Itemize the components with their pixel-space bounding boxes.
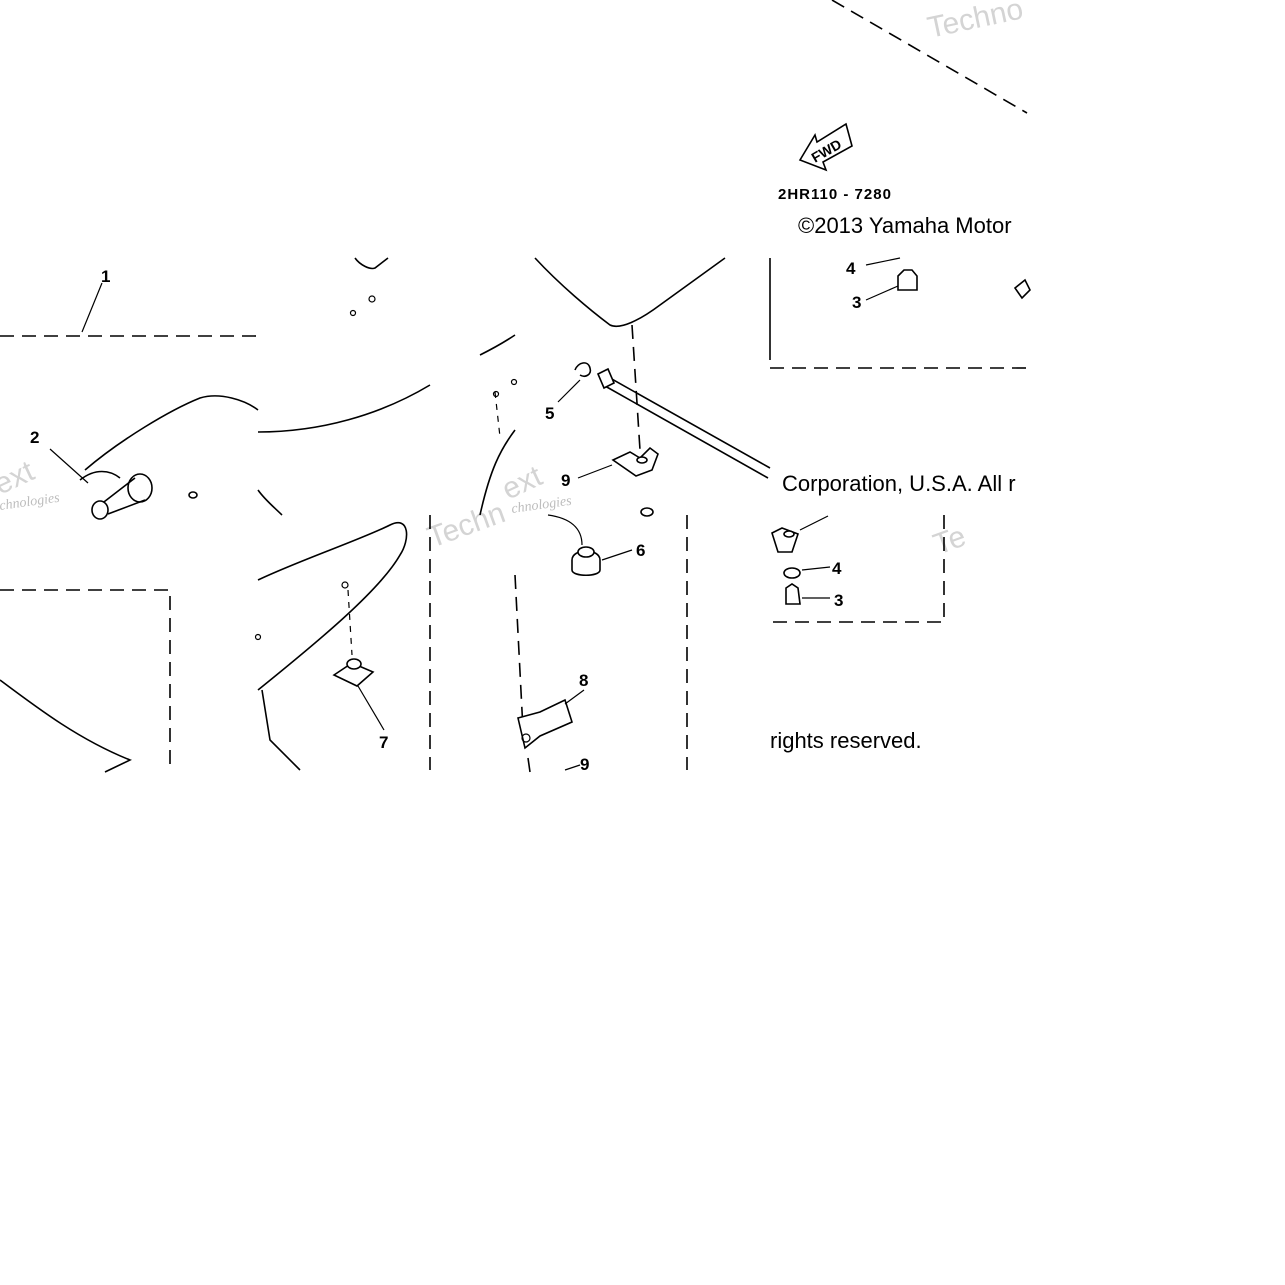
callout-label: 9	[561, 471, 570, 490]
tile-seat-base	[0, 589, 171, 773]
callout-label: 4	[832, 559, 842, 578]
callout-labels: 1 2 3 4 5 9 6 4 3 8 7 9	[30, 259, 861, 774]
watermark-text: Te	[929, 520, 970, 562]
callout-label: 1	[101, 267, 110, 286]
part-code: 2HR110 - 7280	[778, 186, 892, 203]
callout-label: 8	[579, 671, 588, 690]
tile-damper-bracket	[429, 514, 688, 773]
callout-label: 3	[852, 293, 861, 312]
callout-label: 2	[30, 428, 39, 447]
tile-rod-assembly	[479, 257, 771, 517]
callout-label: 9	[580, 755, 589, 774]
callout-label: 6	[636, 541, 645, 560]
watermark-text: Techno	[925, 0, 1026, 45]
copyright-line-3: rights reserved.	[770, 728, 922, 753]
tile-seat-assembly	[0, 282, 259, 520]
watermark-text: Techn	[423, 496, 510, 554]
tile-clip-nut	[254, 522, 408, 771]
callout-label: 7	[379, 733, 388, 752]
fwd-arrow-icon: FWD	[798, 122, 853, 172]
top-frame	[831, 0, 1028, 114]
tile-bolt-assembly-lower	[770, 515, 945, 623]
tile-bolt-assembly-upper	[769, 257, 1031, 369]
callout-label: 5	[545, 404, 554, 423]
copyright-line-2: Corporation, U.S.A. All r	[782, 471, 1016, 496]
tile-body-panel	[257, 257, 431, 516]
callout-label: 4	[846, 259, 856, 278]
copyright-line-1: ©2013 Yamaha Motor	[798, 213, 1012, 238]
callout-label: 3	[834, 591, 843, 610]
